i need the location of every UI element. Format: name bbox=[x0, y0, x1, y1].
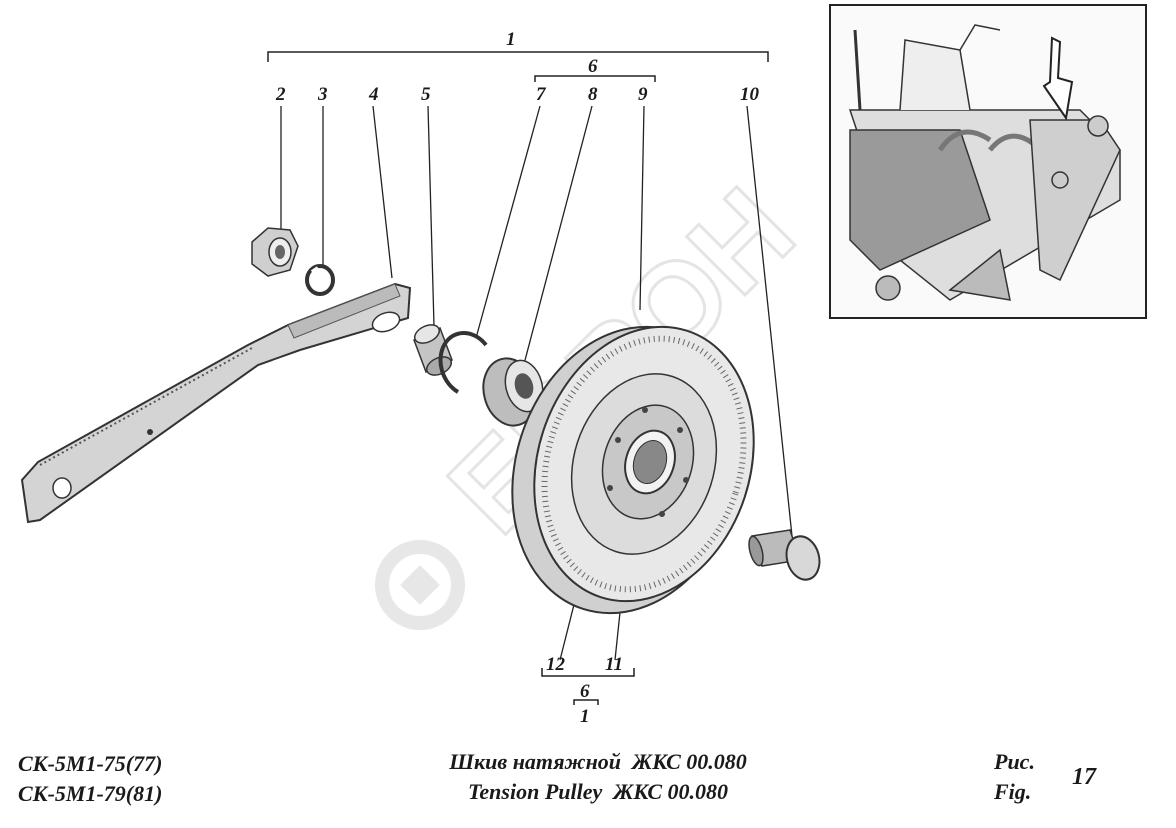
model-1: СК-5М1-75(77) bbox=[18, 751, 163, 776]
inset-machine-sketch bbox=[848, 24, 1121, 301]
callout-3: 3 bbox=[317, 84, 328, 105]
callout-7: 7 bbox=[536, 84, 547, 105]
callout-1-bottom: 1 bbox=[580, 706, 590, 727]
bearing bbox=[482, 357, 544, 427]
callout-8: 8 bbox=[588, 84, 598, 105]
title-ru: Шкив натяжной ЖКС 00.080 bbox=[449, 749, 747, 774]
retaining-ring bbox=[438, 330, 488, 394]
model-list: СК-5М1-75(77) СК-5М1-79(81) bbox=[18, 749, 162, 809]
callout-10: 10 bbox=[740, 84, 760, 105]
title-en: Tension Pulley ЖКС 00.080 bbox=[467, 779, 728, 804]
pulley-holes bbox=[607, 407, 689, 517]
callout-6-bottom: 6 bbox=[580, 681, 590, 702]
callout-1: 1 bbox=[506, 29, 516, 50]
callout-4: 4 bbox=[368, 84, 379, 105]
callout-12: 12 bbox=[546, 654, 566, 675]
bottom-bracket-6 bbox=[541, 668, 635, 677]
figure-label: Рис. Fig. bbox=[994, 747, 1035, 807]
tension-arm bbox=[20, 282, 412, 524]
watermark-logo-icon bbox=[375, 540, 465, 630]
callout-6: 6 bbox=[588, 56, 598, 77]
figure-number: 17 bbox=[1072, 764, 1096, 790]
callout-5: 5 bbox=[421, 84, 431, 105]
location-inset bbox=[829, 4, 1147, 319]
top-brackets bbox=[267, 51, 769, 82]
figure-title: Шкив натяжной ЖКС 00.080 Tension Pulley … bbox=[408, 747, 788, 807]
bottom-bracket-1 bbox=[573, 699, 599, 705]
fig-label-en: Fig. bbox=[994, 779, 1032, 804]
fig-label-ru: Рис. bbox=[994, 749, 1035, 774]
callout-11: 11 bbox=[605, 654, 623, 675]
location-arrow-icon bbox=[1042, 36, 1074, 121]
bushing bbox=[413, 324, 453, 376]
model-2: СК-5М1-79(81) bbox=[18, 781, 163, 806]
pulley bbox=[511, 325, 755, 615]
callout-9: 9 bbox=[638, 84, 648, 105]
spring-washer bbox=[305, 264, 335, 296]
axle-pin bbox=[748, 529, 821, 581]
callout-2: 2 bbox=[275, 84, 286, 105]
nut bbox=[251, 227, 299, 277]
